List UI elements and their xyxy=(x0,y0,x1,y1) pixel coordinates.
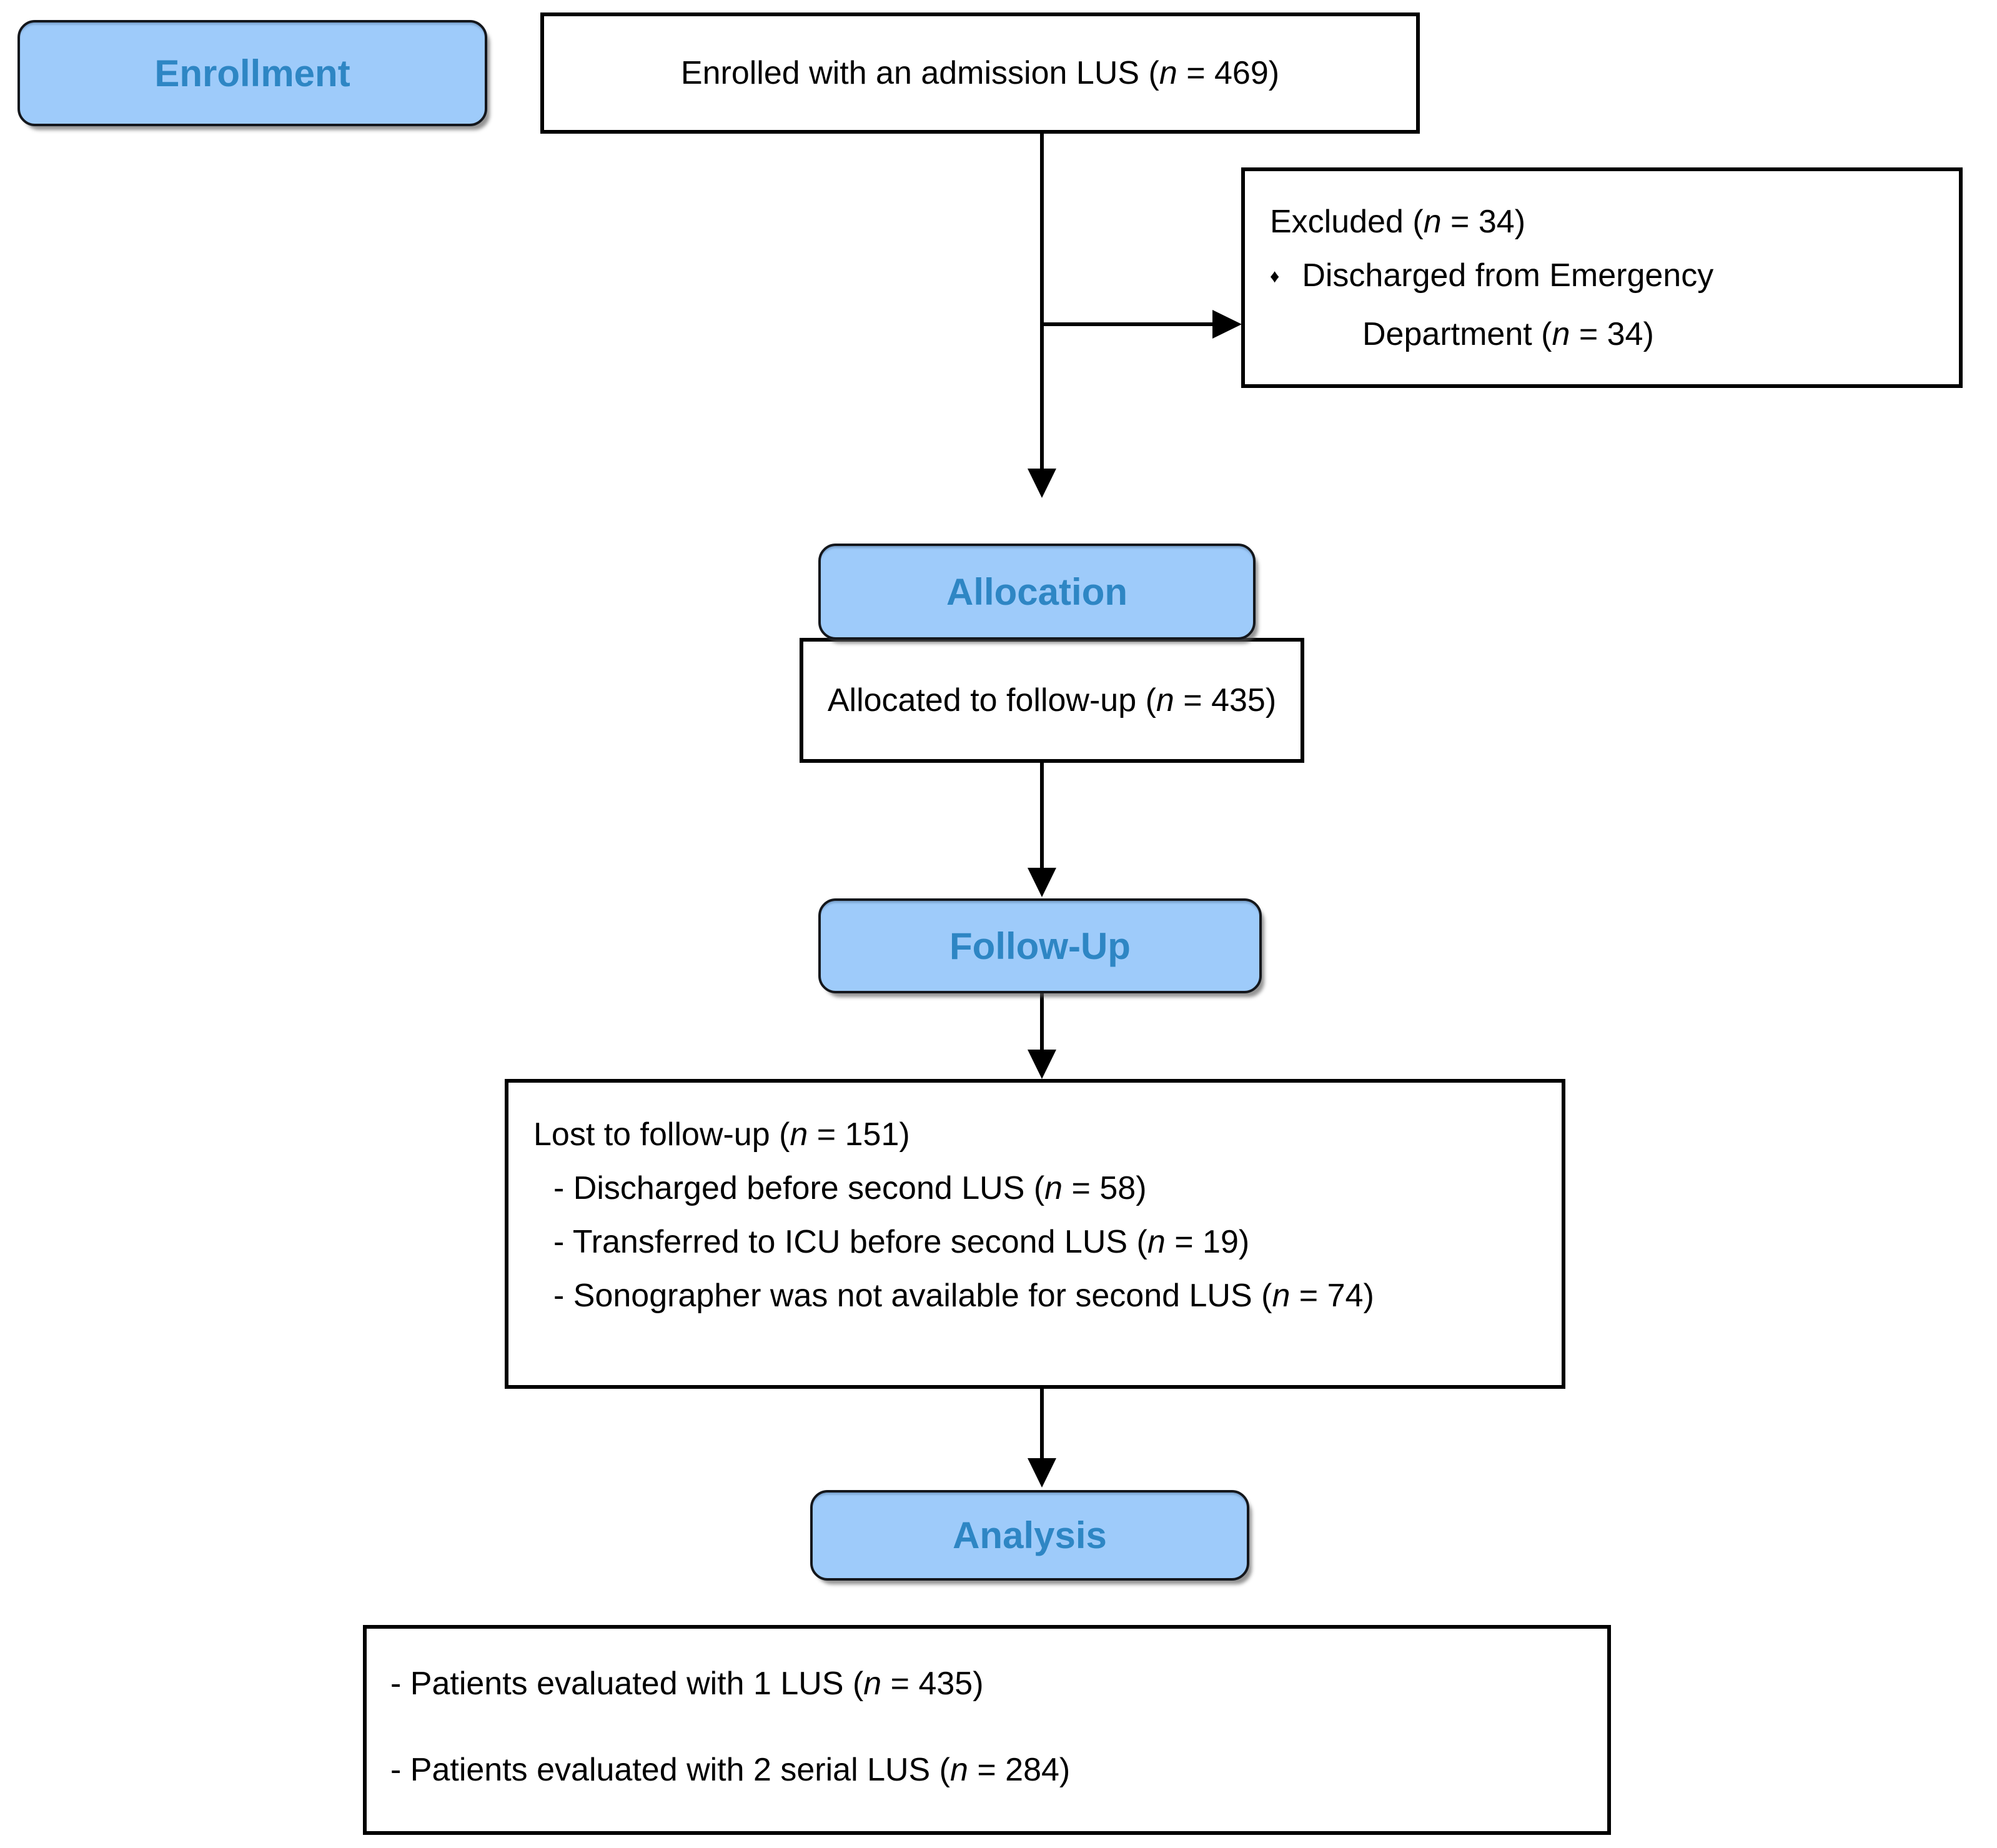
stage-followup: Follow-Up xyxy=(818,898,1262,993)
stage-analysis-label: Analysis xyxy=(953,1514,1107,1556)
lost-item: - Discharged before second LUS (n = 58) xyxy=(553,1170,1147,1206)
arrow-followup-to-lost-line xyxy=(1040,993,1044,1051)
lost-item: - Transferred to ICU before second LUS (… xyxy=(553,1224,1250,1260)
right-arrowhead-icon xyxy=(1212,310,1242,339)
arrow-enrolled-to-allocation-line xyxy=(1040,134,1044,470)
enrolled-box: Enrolled with an admission LUS (n = 469) xyxy=(540,12,1420,134)
results-item: - Patients evaluated with 1 LUS (n = 435… xyxy=(390,1666,984,1702)
diamond-bullet-icon: ♦ xyxy=(1270,266,1280,287)
arrow-lost-to-analysis-line xyxy=(1040,1389,1044,1459)
arrow-branch-to-excluded-line xyxy=(1042,322,1214,326)
stage-enrollment: Enrollment xyxy=(17,20,487,126)
stage-allocation-label: Allocation xyxy=(946,570,1127,613)
down-arrowhead-icon xyxy=(1028,469,1056,498)
lost-box: Lost to follow-up (n = 151) - Discharged… xyxy=(505,1079,1565,1389)
enrolled-text: Enrolled with an admission LUS (n = 469) xyxy=(680,55,1280,91)
excluded-title: Excluded (n = 34) xyxy=(1270,204,1526,240)
stage-enrollment-label: Enrollment xyxy=(154,52,350,94)
lost-title: Lost to follow-up (n = 151) xyxy=(533,1116,910,1153)
lost-item: - Sonographer was not available for seco… xyxy=(553,1278,1374,1314)
excluded-box: Excluded (n = 34) ♦ Discharged from Emer… xyxy=(1241,167,1963,388)
results-item: - Patients evaluated with 2 serial LUS (… xyxy=(390,1752,1071,1788)
arrow-allocated-to-followup-line xyxy=(1040,763,1044,869)
excluded-item-line1: Discharged from Emergency xyxy=(1302,257,1714,294)
excluded-item: ♦ Discharged from Emergency xyxy=(1270,249,1946,307)
stage-followup-label: Follow-Up xyxy=(949,925,1131,967)
stage-allocation: Allocation xyxy=(818,544,1256,640)
excluded-item-line2: Department (n = 34) xyxy=(1362,316,1654,352)
results-box: - Patients evaluated with 1 LUS (n = 435… xyxy=(363,1625,1611,1835)
down-arrowhead-icon xyxy=(1028,1050,1056,1079)
stage-analysis: Analysis xyxy=(810,1490,1249,1581)
down-arrowhead-icon xyxy=(1028,868,1056,897)
down-arrowhead-icon xyxy=(1028,1458,1056,1488)
allocated-text: Allocated to follow-up (n = 435) xyxy=(827,682,1277,718)
allocated-box: Allocated to follow-up (n = 435) xyxy=(800,638,1304,763)
